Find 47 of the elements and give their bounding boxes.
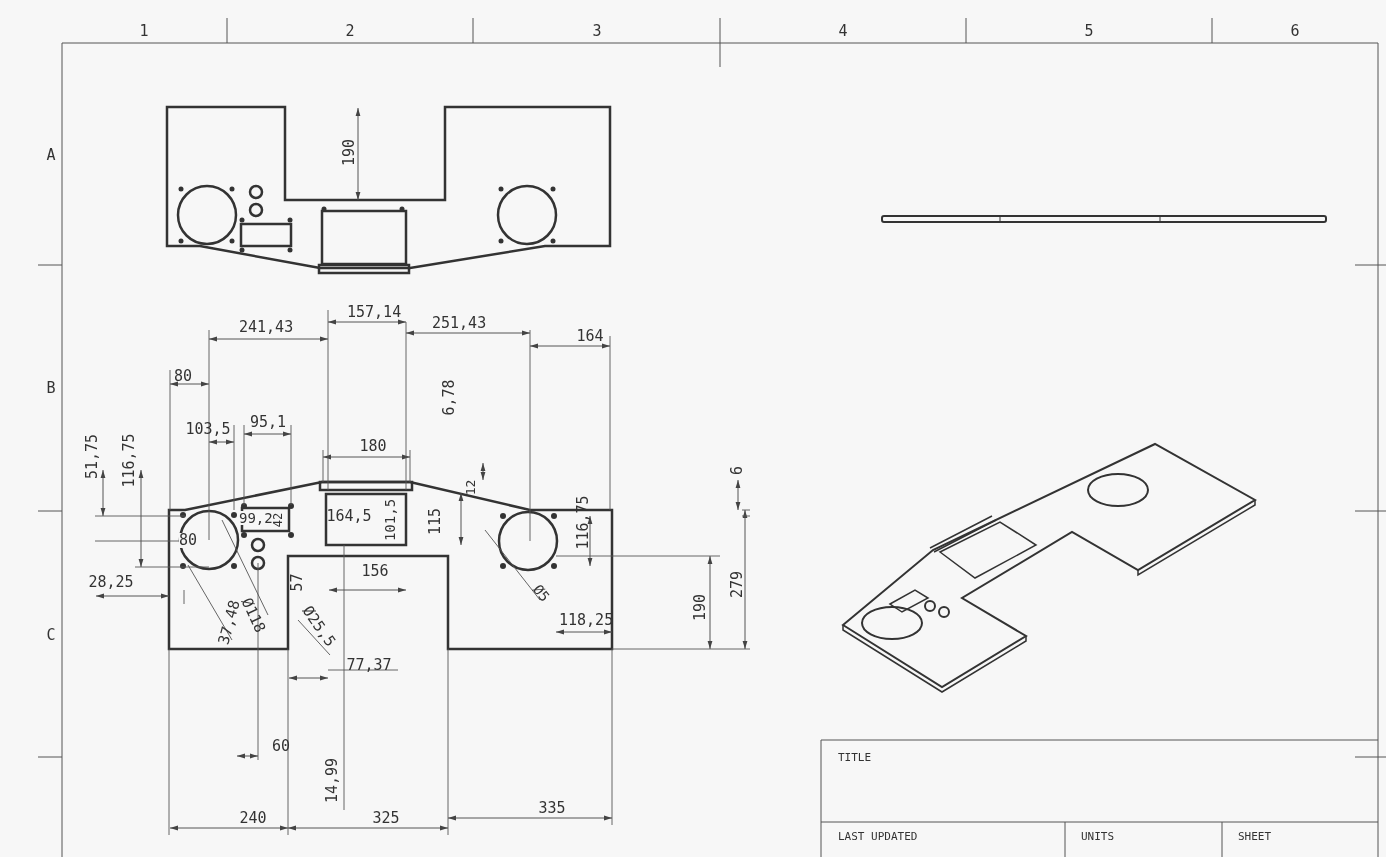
dimension-text: 241,43 xyxy=(239,319,294,335)
dimension-text: 42 xyxy=(272,512,285,528)
dimension-text: 60 xyxy=(272,738,291,754)
dimension-text: 99,2 xyxy=(239,511,273,525)
dimension-text: 80 xyxy=(179,532,198,548)
grid-reference: B xyxy=(46,380,56,396)
field-label: LAST UPDATED xyxy=(838,830,918,842)
dimension-text: 240 xyxy=(239,810,267,826)
field-label: TITLE xyxy=(838,751,872,763)
dimension-text: 12 xyxy=(464,479,478,495)
dimension-text: 14,99 xyxy=(324,757,340,803)
dimension-text: 157,14 xyxy=(347,304,402,320)
grid-reference: 6 xyxy=(1290,23,1300,39)
grid-reference: 3 xyxy=(592,23,602,39)
dimension-text: Ø118 xyxy=(238,595,268,635)
grid-reference: 5 xyxy=(1084,23,1094,39)
dimension-text: 6,78 xyxy=(441,378,457,416)
dimension-text: 180 xyxy=(359,438,387,454)
dimension-text: 57 xyxy=(289,572,305,592)
dimension-text: 115 xyxy=(427,507,443,535)
grid-reference: C xyxy=(46,627,56,643)
dimension-text: 335 xyxy=(538,800,566,816)
dimension-text: 190 xyxy=(692,593,708,621)
dimension-text: 116,75 xyxy=(121,432,137,488)
grid-reference: 2 xyxy=(345,23,355,39)
dimension-text: 95,1 xyxy=(250,414,287,430)
field-label: SHEET xyxy=(1238,830,1272,842)
dimension-text: 77,37 xyxy=(346,657,392,673)
grid-reference: A xyxy=(46,147,56,163)
dimension-text: 103,5 xyxy=(185,421,231,437)
dimension-text: Ø5 xyxy=(530,582,552,604)
dimension-text: 51,75 xyxy=(84,433,100,479)
dimension-text: 101,5 xyxy=(383,498,398,542)
grid-reference: 1 xyxy=(139,23,149,39)
dimension-text: 190 xyxy=(341,138,357,166)
grid-reference: 4 xyxy=(838,23,848,39)
dimension-text: 164,5 xyxy=(326,508,372,524)
dimension-text: 251,43 xyxy=(432,315,487,331)
dimension-text: 156 xyxy=(361,563,389,579)
dimension-text: 325 xyxy=(372,810,400,826)
dimension-text: 80 xyxy=(174,368,193,384)
dimension-text: 279 xyxy=(729,570,745,598)
dimension-text: 164 xyxy=(576,328,604,344)
dimension-text: 6 xyxy=(729,465,745,475)
field-label: UNITS xyxy=(1081,830,1115,842)
dimension-text: 118,25 xyxy=(559,612,614,628)
dimension-text: 28,25 xyxy=(88,574,134,590)
